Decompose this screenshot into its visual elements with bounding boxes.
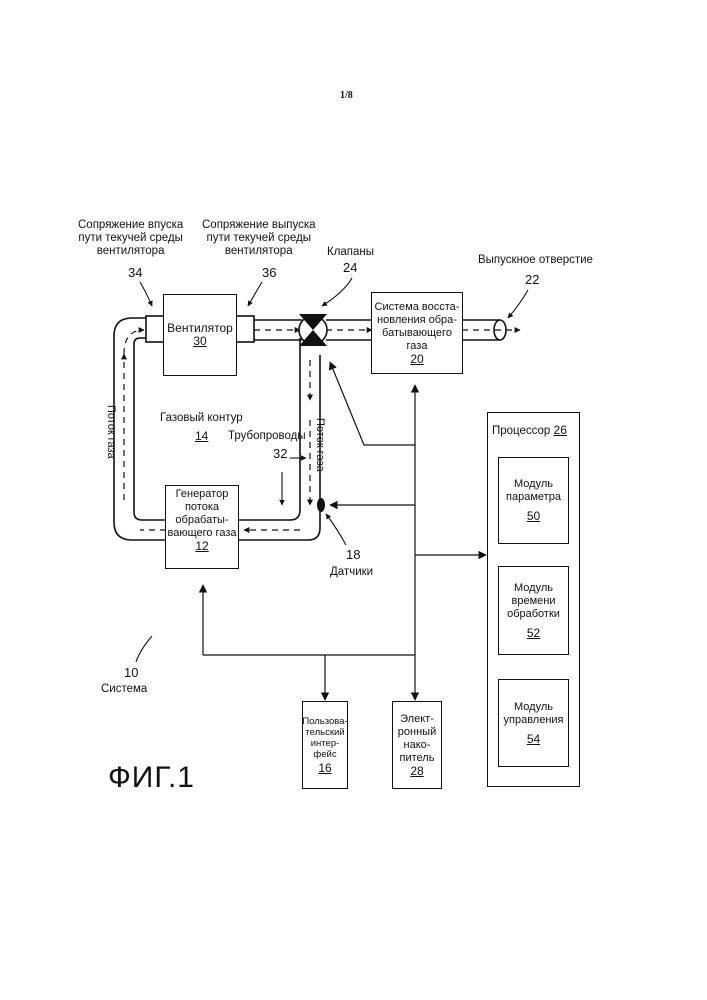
generator-number: 12 [195,540,208,553]
control-module-number: 54 [527,733,540,746]
param-module-number: 50 [527,510,540,523]
ui-number: 16 [318,763,331,774]
processor-label: Процессор 26 [492,424,567,438]
fan-block: Вентилятор 30 [163,294,237,376]
control-module-block: Модуль управления 54 [498,679,569,767]
gas-flow-right-label: Поток газа [314,418,326,472]
gas-flow-left-label: Поток газа [105,405,117,459]
pipes-label: Трубопроводы [228,430,306,443]
processor-title: Процессор [492,425,550,437]
storage-number: 28 [410,765,423,778]
ui-line-4: фейс [313,749,336,760]
user-interface-block: Пользова- тельский интер- фейс 16 [302,701,348,789]
outlet-interface-label: Сопряжение выпуска пути текучей среды ве… [202,219,316,258]
time-module-line-1: Модуль [514,582,553,595]
recovery-line-4: газа [407,340,428,353]
outlet-interface-number: 36 [262,266,276,279]
generator-line-2: потока [185,501,219,514]
outlet-interface-stub [236,316,254,342]
control-module-line-2: управления [504,714,564,727]
exhaust-number: 22 [525,273,539,286]
time-module-block: Модуль времени обработки 52 [498,566,569,655]
sensors-label: Датчики [330,566,373,579]
inlet-interface-label: Сопряжение впуска пути текучей среды вен… [78,219,183,258]
generator-line-3: обрабаты- [175,514,228,527]
processor-number: 26 [554,423,567,437]
param-module-block: Модуль параметра 50 [498,457,569,544]
time-module-number: 52 [527,627,540,640]
valves-number: 24 [343,261,357,274]
storage-line-1: Элект- [400,713,434,726]
recovery-system-block: Система восста- новления обра- батывающе… [371,292,463,374]
recovery-line-2: новления обра- [377,314,457,327]
gas-circuit-number: 14 [195,430,208,443]
param-module-line-1: Модуль [514,478,553,491]
system-number: 10 [124,666,138,679]
ui-line-3: интер- [311,738,340,749]
inlet-interface-stub [146,316,164,342]
pipes-number: 32 [273,447,287,460]
gas-circuit-label: Газовый контур [160,412,243,425]
ui-line-1: Пользова- [302,716,347,727]
storage-line-2: ронный [398,726,436,739]
sensors-number: 18 [346,548,360,561]
generator-line-1: Генератор [176,488,229,501]
exhaust-label: Выпускное отверстие [478,254,593,267]
inlet-interface-number: 34 [128,266,142,279]
time-module-line-3: обработки [507,608,560,621]
storage-block: Элект- ронный нако- питель 28 [392,701,442,789]
control-module-line-1: Модуль [514,701,553,714]
storage-line-4: питель [400,752,435,765]
figure-label: ФИГ.1 [108,761,195,795]
storage-line-3: нако- [404,739,431,752]
ui-line-2: тельский [305,727,344,738]
generator-block: Генератор потока обрабаты- вающего газа … [165,485,239,569]
time-module-line-2: времени [512,595,556,608]
sensor-dot [317,498,325,512]
recovery-line-1: Система восста- [375,301,460,314]
fan-number: 30 [193,335,206,348]
recovery-line-3: батывающего [382,327,452,340]
valves-label: Клапаны [327,246,374,259]
recovery-number: 20 [410,353,423,366]
system-label: Система [101,683,147,696]
valve-symbol [299,314,327,346]
param-module-line-2: параметра [506,491,561,504]
